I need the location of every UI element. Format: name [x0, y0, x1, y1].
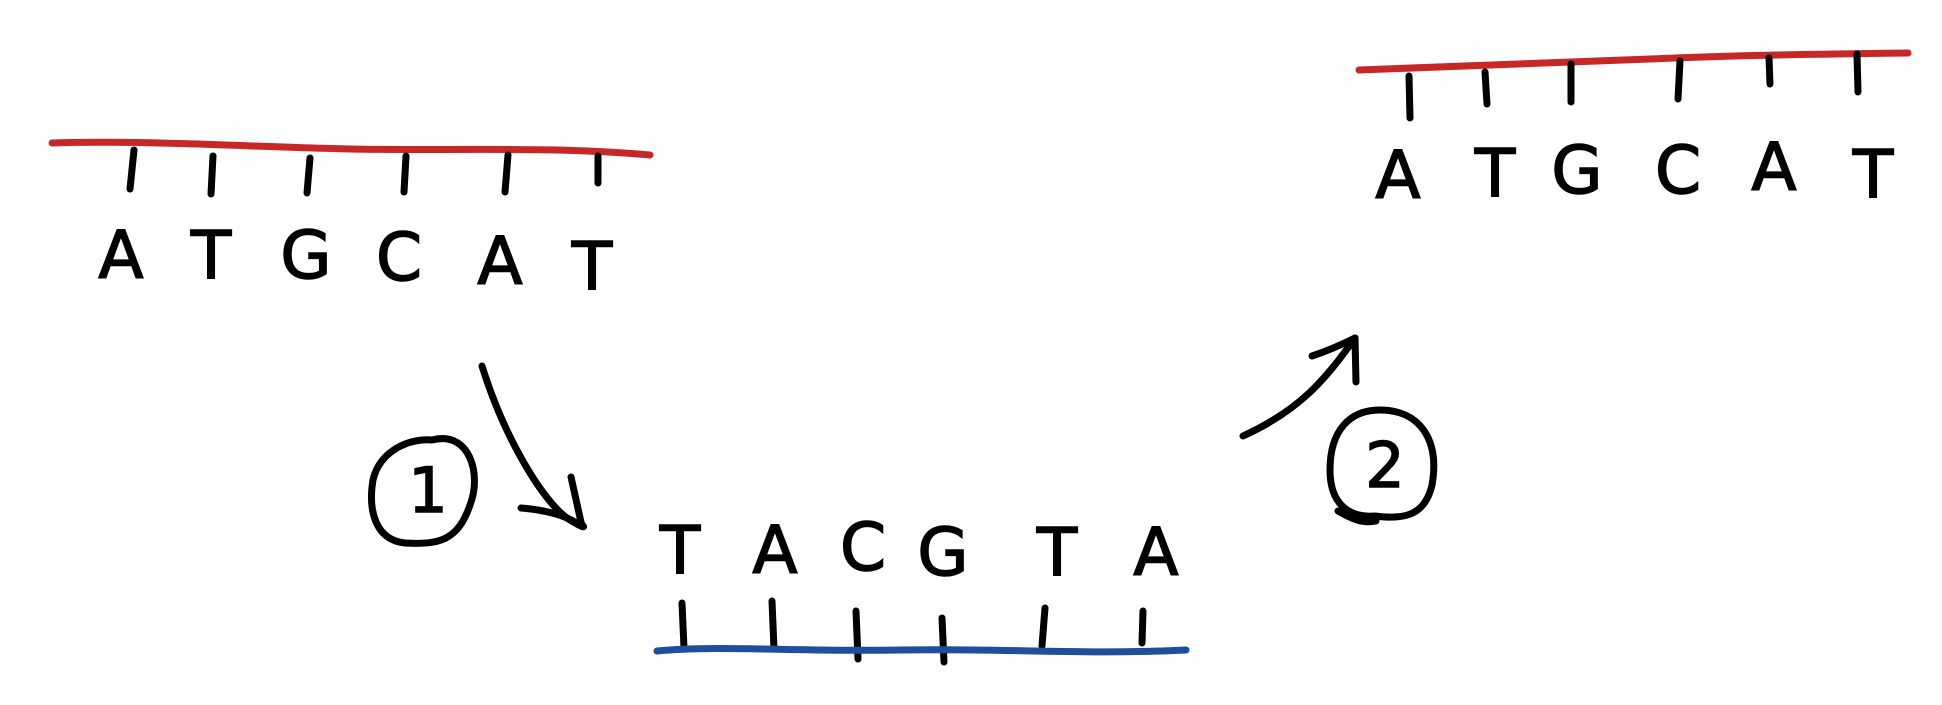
- complement-bonds: [678, 597, 1147, 666]
- template-backbone: [48, 138, 654, 159]
- step-1-label: 1: [408, 454, 447, 527]
- template-bonds: [126, 146, 602, 198]
- copy-bond: [1481, 68, 1491, 108]
- template-strand: A T G C A T: [48, 138, 654, 306]
- copy-bond: [1405, 72, 1414, 122]
- complement-base: T: [1036, 514, 1078, 591]
- complement-bond: [1038, 604, 1049, 650]
- step-2-tail: [1334, 507, 1380, 526]
- template-base: A: [477, 223, 522, 300]
- copy-base: C: [1655, 132, 1701, 209]
- template-base: A: [98, 217, 143, 294]
- template-bond: [501, 151, 512, 196]
- complement-strand: T A C G T A: [653, 508, 1190, 666]
- complement-base: A: [752, 512, 797, 589]
- template-base: G: [280, 217, 331, 294]
- template-bond: [126, 146, 138, 193]
- complement-bond: [1138, 607, 1147, 647]
- step-2-arrow: [1239, 334, 1360, 440]
- step-2-badge: 2: [1326, 406, 1438, 526]
- step-1-arrow: [478, 362, 587, 531]
- copy-bases: A T G C A T: [1375, 128, 1895, 215]
- copy-base: T: [1474, 135, 1516, 212]
- complement-bases: T A C G T A: [658, 508, 1179, 592]
- copy-bond: [1674, 57, 1684, 103]
- template-bond: [207, 152, 217, 198]
- complement-bond: [768, 597, 778, 653]
- step-2-circle: [1326, 406, 1438, 521]
- copy-bond: [1853, 50, 1862, 96]
- step-1-badge: 1: [368, 435, 478, 547]
- template-bond: [303, 154, 314, 197]
- copy-strand: A T G C A T: [1355, 49, 1912, 215]
- copy-base: A: [1751, 129, 1796, 206]
- copy-bonds: [1405, 50, 1862, 122]
- template-bond: [400, 152, 410, 196]
- complement-base: C: [840, 509, 886, 586]
- complement-base: A: [1133, 514, 1178, 591]
- copy-bond: [1765, 54, 1774, 88]
- complement-bond: [938, 614, 948, 666]
- step-2-label: 2: [1365, 429, 1404, 502]
- template-base: T: [571, 228, 613, 305]
- copy-base: A: [1375, 137, 1420, 214]
- complement-base: T: [659, 512, 701, 589]
- step-1-circle: [368, 435, 478, 547]
- template-base: C: [376, 219, 422, 296]
- copy-backbone: [1355, 49, 1912, 74]
- template-base: T: [190, 217, 232, 294]
- template-bases: A T G C A T: [98, 216, 614, 306]
- copy-base: G: [1551, 132, 1602, 209]
- complement-bond: [678, 599, 688, 652]
- complement-base: G: [917, 514, 968, 591]
- complement-backbone: [653, 645, 1190, 656]
- copy-base: T: [1852, 136, 1894, 213]
